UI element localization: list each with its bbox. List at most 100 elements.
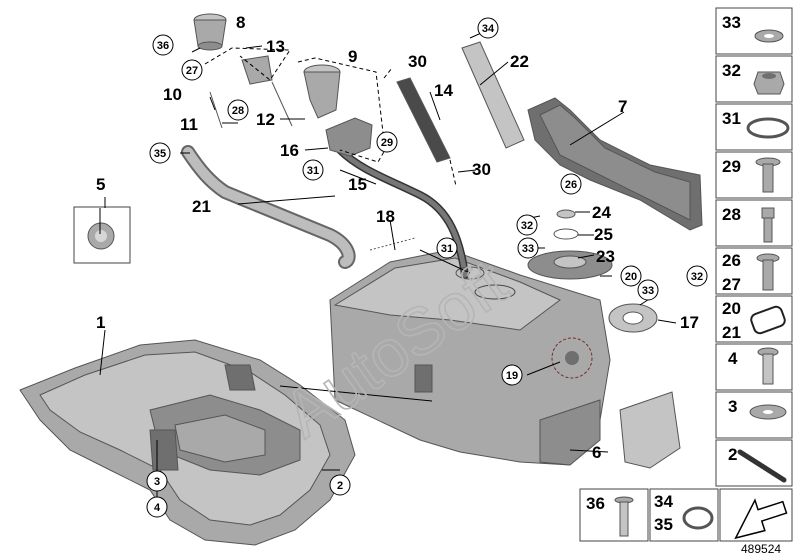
callout-33-circle-mid: 33 (517, 237, 539, 259)
callout-29-circle: 29 (376, 131, 398, 153)
direction-arrow-icon (734, 498, 788, 540)
legend-column: 33 32 31 29 28 26 (715, 7, 793, 487)
part-5-box (73, 206, 131, 264)
callout-4-circle: 4 (146, 496, 168, 518)
legend-cell-31: 31 (715, 103, 793, 151)
callout-6: 6 (592, 443, 601, 462)
svg-text:32: 32 (722, 61, 741, 80)
svg-text:31: 31 (307, 165, 319, 177)
part-pump-cluster (369, 209, 613, 280)
svg-text:19: 19 (506, 370, 518, 382)
part-heat-shield (527, 97, 703, 231)
svg-text:28: 28 (232, 105, 244, 117)
legend-cell-4: 4 (715, 343, 793, 391)
svg-text:28: 28 (722, 205, 741, 224)
callout-28-circle: 28 (227, 99, 249, 121)
callout-15: 15 (348, 175, 367, 194)
svg-text:35: 35 (654, 515, 673, 534)
callout-9: 9 (348, 47, 357, 66)
legend-cell-2: 2 (715, 439, 793, 487)
svg-text:29: 29 (722, 157, 741, 176)
svg-text:2: 2 (728, 445, 737, 464)
part-pipe (461, 41, 525, 149)
legend-cell-34-35: 34 35 (649, 488, 719, 542)
callout-18: 18 (376, 207, 395, 226)
callout-14: 14 (434, 81, 453, 100)
callout-30-top: 30 (408, 52, 427, 71)
svg-text:34: 34 (654, 492, 673, 511)
legend-cell-26-27: 26 27 (715, 247, 793, 295)
legend-cell-20-21: 20 21 (715, 295, 793, 343)
callout-30-mid: 30 (472, 160, 491, 179)
callout-12: 12 (256, 110, 275, 129)
callout-3-circle: 3 (146, 470, 168, 492)
callout-21: 21 (192, 197, 211, 216)
callout-16: 16 (280, 141, 299, 160)
legend-cell-3: 3 (715, 391, 793, 439)
callout-25: 25 (594, 225, 613, 244)
legend-cell-29: 29 (715, 151, 793, 199)
svg-text:35: 35 (154, 148, 166, 160)
svg-text:26: 26 (565, 179, 577, 191)
legend-bottom-row: 36 34 35 (579, 488, 793, 542)
legend-cell-32: 32 (715, 55, 793, 103)
svg-text:29: 29 (381, 137, 393, 149)
callout-33-circle-right: 33 (637, 279, 659, 301)
callout-13: 13 (266, 37, 285, 56)
callout-24: 24 (592, 203, 611, 222)
callout-1: 1 (96, 313, 105, 332)
svg-text:31: 31 (722, 109, 741, 128)
callout-17: 17 (680, 313, 699, 332)
svg-text:27: 27 (186, 65, 198, 77)
svg-text:20: 20 (625, 271, 637, 283)
svg-text:32: 32 (691, 271, 703, 283)
svg-text:36: 36 (157, 40, 169, 52)
legend-cell-36: 36 (579, 488, 649, 542)
svg-text:3: 3 (728, 397, 737, 416)
callout-26-circle: 26 (560, 173, 582, 195)
circled-callouts: 36 27 28 35 29 31 34 26 32 33 31 20 32 3… (146, 17, 708, 518)
callout-11: 11 (180, 115, 198, 134)
callout-2-circle: 2 (329, 474, 351, 496)
callout-27-circle: 27 (181, 59, 203, 81)
svg-text:33: 33 (642, 285, 654, 297)
callout-labels: 1 5 6 7 8 9 10 11 12 13 14 15 16 17 18 2… (96, 13, 699, 462)
callout-10: 10 (163, 85, 182, 104)
callout-5: 5 (96, 175, 105, 194)
svg-text:34: 34 (482, 23, 495, 35)
legend-cell-arrow (719, 488, 793, 542)
callout-22: 22 (510, 52, 529, 71)
callout-20-circle: 20 (620, 265, 642, 287)
legend-cell-33: 33 (715, 7, 793, 55)
callout-23: 23 (596, 247, 615, 266)
callout-36-circle: 36 (152, 34, 174, 56)
part-filler-pipe (181, 145, 356, 269)
svg-text:27: 27 (722, 275, 741, 294)
svg-text:33: 33 (722, 13, 741, 32)
part-cluster-top (193, 13, 373, 157)
callout-7: 7 (618, 97, 627, 116)
callout-31-circle-top: 31 (302, 159, 324, 181)
document-number: 489524 (741, 542, 781, 556)
assembly-dashed-lines (204, 47, 457, 187)
callout-35-circle: 35 (149, 142, 171, 164)
part-seal-ring (608, 303, 658, 333)
svg-text:32: 32 (521, 220, 533, 232)
svg-text:26: 26 (722, 251, 741, 270)
part-hose (396, 77, 451, 163)
svg-text:36: 36 (586, 494, 605, 513)
callout-19-circle: 19 (501, 364, 523, 386)
svg-text:33: 33 (522, 243, 534, 255)
svg-text:31: 31 (441, 243, 453, 255)
svg-text:3: 3 (154, 476, 160, 488)
callout-32-circle-mid: 32 (516, 214, 538, 236)
callout-8: 8 (236, 13, 245, 32)
svg-text:4: 4 (728, 349, 738, 368)
callout-32-circle-right: 32 (686, 265, 708, 287)
svg-text:2: 2 (337, 480, 343, 492)
callout-31-circle-mid: 31 (436, 237, 458, 259)
callout-34-circle: 34 (477, 17, 499, 39)
part-fuel-tank (329, 249, 611, 466)
svg-text:21: 21 (722, 323, 741, 342)
